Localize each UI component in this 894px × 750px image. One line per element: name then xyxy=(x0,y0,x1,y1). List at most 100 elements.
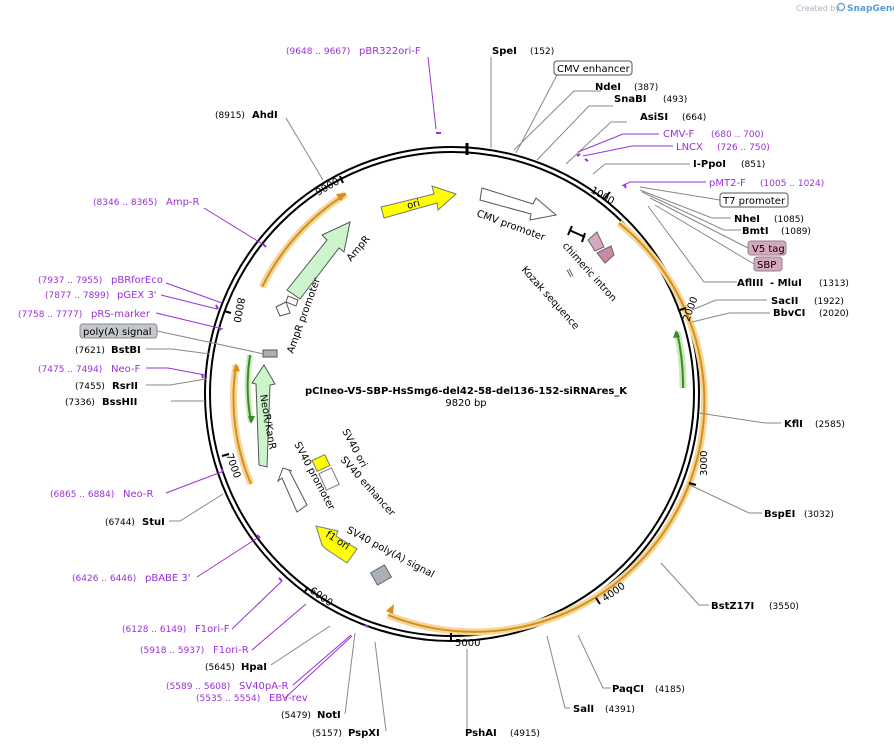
svg-text:(2585): (2585) xyxy=(815,420,845,430)
svg-text:(664): (664) xyxy=(682,113,706,123)
svg-text:(6865 .. 6884): (6865 .. 6884) xyxy=(50,490,114,500)
primer-labels: (9648 .. 9667)pBR322ori-F CMV-F(680 .. 7… xyxy=(18,46,824,704)
svg-text:(7336): (7336) xyxy=(65,398,95,408)
enzyme-nhei: NheI(1085) xyxy=(734,214,804,225)
svg-text:NheI: NheI xyxy=(734,214,760,225)
svg-text:(387): (387) xyxy=(634,83,658,93)
svg-text:I-PpoI: I-PpoI xyxy=(693,159,726,170)
orf-arc-green-left-arrowhead xyxy=(248,416,255,424)
svg-text:BmtI: BmtI xyxy=(742,226,769,237)
watermark-brand: SnapGene xyxy=(847,4,894,14)
svg-text:(7937 .. 7955): (7937 .. 7955) xyxy=(38,276,102,286)
enzyme-pspxi: (5157)PspXI xyxy=(312,728,380,739)
tick-label-8000: 8000 xyxy=(231,296,246,323)
boxed-feature-label: CMV enhancer xyxy=(557,64,631,75)
boxed-feature-label: T7 promoter xyxy=(722,196,786,207)
tick-4000 xyxy=(595,597,601,605)
enzyme-asisi: AsiSI (664) xyxy=(640,112,706,123)
svg-text:PspXI: PspXI xyxy=(348,728,380,739)
boxed-feature-label: SBP xyxy=(757,260,776,271)
enzyme-bstz17i: BstZ17I(3550) xyxy=(711,601,799,612)
svg-text:pBR322ori-F: pBR322ori-F xyxy=(359,46,421,57)
feature-f1-ori-shape xyxy=(315,525,358,564)
enzyme-sacii: SacII (1922) xyxy=(771,296,844,307)
svg-text:NdeI: NdeI xyxy=(595,82,621,93)
svg-text:SnaBI: SnaBI xyxy=(614,94,646,105)
svg-text:(7621): (7621) xyxy=(75,346,105,356)
svg-text:F1ori-R: F1ori-R xyxy=(213,645,249,656)
primer-ebv-rev: (5535 .. 5554)EBV-rev xyxy=(196,693,308,704)
primer-f1ori-r: (5918 .. 5937) F1ori-R xyxy=(140,645,249,656)
enzyme-pshai: PshAI(4915) xyxy=(465,728,540,739)
tick-9000 xyxy=(339,175,344,184)
tick-label-3000: 3000 xyxy=(699,451,710,476)
primer-sv40pa-r: (5589 .. 5608) SV40pA-R xyxy=(166,681,288,692)
svg-text:(4391): (4391) xyxy=(605,705,635,715)
svg-text:(5589 .. 5608): (5589 .. 5608) xyxy=(166,682,230,692)
tick-3000 xyxy=(688,482,697,486)
orf-arc-ampr-arrowhead xyxy=(336,193,346,201)
feature-label-sv40-polya: SV40 poly(A) signal xyxy=(345,525,436,581)
svg-text:(2020): (2020) xyxy=(819,309,849,319)
svg-text:LNCX: LNCX xyxy=(676,142,703,153)
svg-text:(9648 .. 9667): (9648 .. 9667) xyxy=(286,47,350,57)
svg-text:AflIII: AflIII xyxy=(737,278,763,289)
primer-pbr322ori-f: (9648 .. 9667) pBR322ori-F xyxy=(286,46,421,57)
primer-ticks xyxy=(201,132,627,628)
feature-shapes xyxy=(251,185,615,586)
svg-text:(680 .. 700): (680 .. 700) xyxy=(711,130,764,140)
svg-text:SacII: SacII xyxy=(771,296,798,307)
boxed-feature-v5-tag: V5 tag xyxy=(747,240,787,256)
enzyme-hpai: (5645)HpaI xyxy=(205,662,267,673)
svg-text:NotI: NotI xyxy=(317,710,341,721)
watermark-prefix: Created by xyxy=(796,4,840,13)
svg-text:(4185): (4185) xyxy=(655,685,685,695)
plasmid-length: 9820 bp xyxy=(445,398,486,409)
svg-text:AsiSI: AsiSI xyxy=(640,112,668,123)
feature-chimeric-intron-left xyxy=(567,225,586,243)
svg-text:(1922): (1922) xyxy=(814,297,844,307)
svg-text:(851): (851) xyxy=(741,160,765,170)
svg-text:(5918 .. 5937): (5918 .. 5937) xyxy=(140,646,204,656)
svg-text:pMT2-F: pMT2-F xyxy=(709,178,746,189)
svg-text:(8346 .. 8365): (8346 .. 8365) xyxy=(93,198,157,208)
svg-text:(7475 .. 7494): (7475 .. 7494) xyxy=(38,365,102,375)
snapgene-logo-icon xyxy=(836,2,846,12)
svg-text:SV40pA-R: SV40pA-R xyxy=(239,681,288,692)
svg-text:BbvCI: BbvCI xyxy=(773,308,805,319)
svg-text:SalI: SalI xyxy=(573,704,594,715)
enzyme-sali: SalI (4391) xyxy=(573,704,635,715)
enzyme-paqci: PaqCI(4185) xyxy=(612,684,685,695)
boxed-feature-label: V5 tag xyxy=(752,244,785,255)
boxed-feature-polya-signal: poly(A) signal xyxy=(79,323,158,339)
svg-text:AhdI: AhdI xyxy=(252,110,278,121)
feature-sv40-promoter-shape xyxy=(276,467,308,513)
svg-text:Amp-R: Amp-R xyxy=(166,197,200,208)
svg-text:(3032): (3032) xyxy=(804,510,834,520)
enzyme-bstbi: (7621)BstBI xyxy=(75,345,141,356)
tick-label-2000: 2000 xyxy=(681,295,700,323)
feature-polya-signal-shape xyxy=(262,349,278,358)
svg-text:(7455): (7455) xyxy=(75,382,105,392)
enzyme-bbvci: BbvCI (2020) xyxy=(773,308,849,319)
enzyme-noti: (5479)NotI xyxy=(281,710,341,721)
feature-ampr-promoter-shape xyxy=(285,295,299,307)
feature-label-kozak: Kozak sequence xyxy=(519,265,581,332)
svg-text:(6426 .. 6446): (6426 .. 6446) xyxy=(72,574,136,584)
feature-kozak-shape xyxy=(566,268,574,278)
enzyme-bmti: BmtI(1089) xyxy=(742,226,811,237)
feature-cmv-promoter-shape xyxy=(479,187,558,221)
orf-arc-neo xyxy=(232,364,252,485)
svg-text:pBABE 3': pBABE 3' xyxy=(145,573,191,584)
orf-arc-main-arrowhead xyxy=(386,604,394,614)
primer-f1ori-f: (6128 .. 6149)F1ori-F xyxy=(122,624,230,635)
tick-2000 xyxy=(679,307,687,311)
enzyme-kfli: KflI(2585) xyxy=(784,419,845,430)
svg-text:PshAI: PshAI xyxy=(465,728,497,739)
feature-label-ori: ori xyxy=(406,198,421,212)
orf-arc-green-right-arrowhead xyxy=(673,330,680,338)
svg-text:(3550): (3550) xyxy=(769,602,799,612)
boxed-feature-label: poly(A) signal xyxy=(83,327,152,338)
svg-text:RsrII: RsrII xyxy=(112,381,138,392)
svg-text:(493): (493) xyxy=(663,95,687,105)
